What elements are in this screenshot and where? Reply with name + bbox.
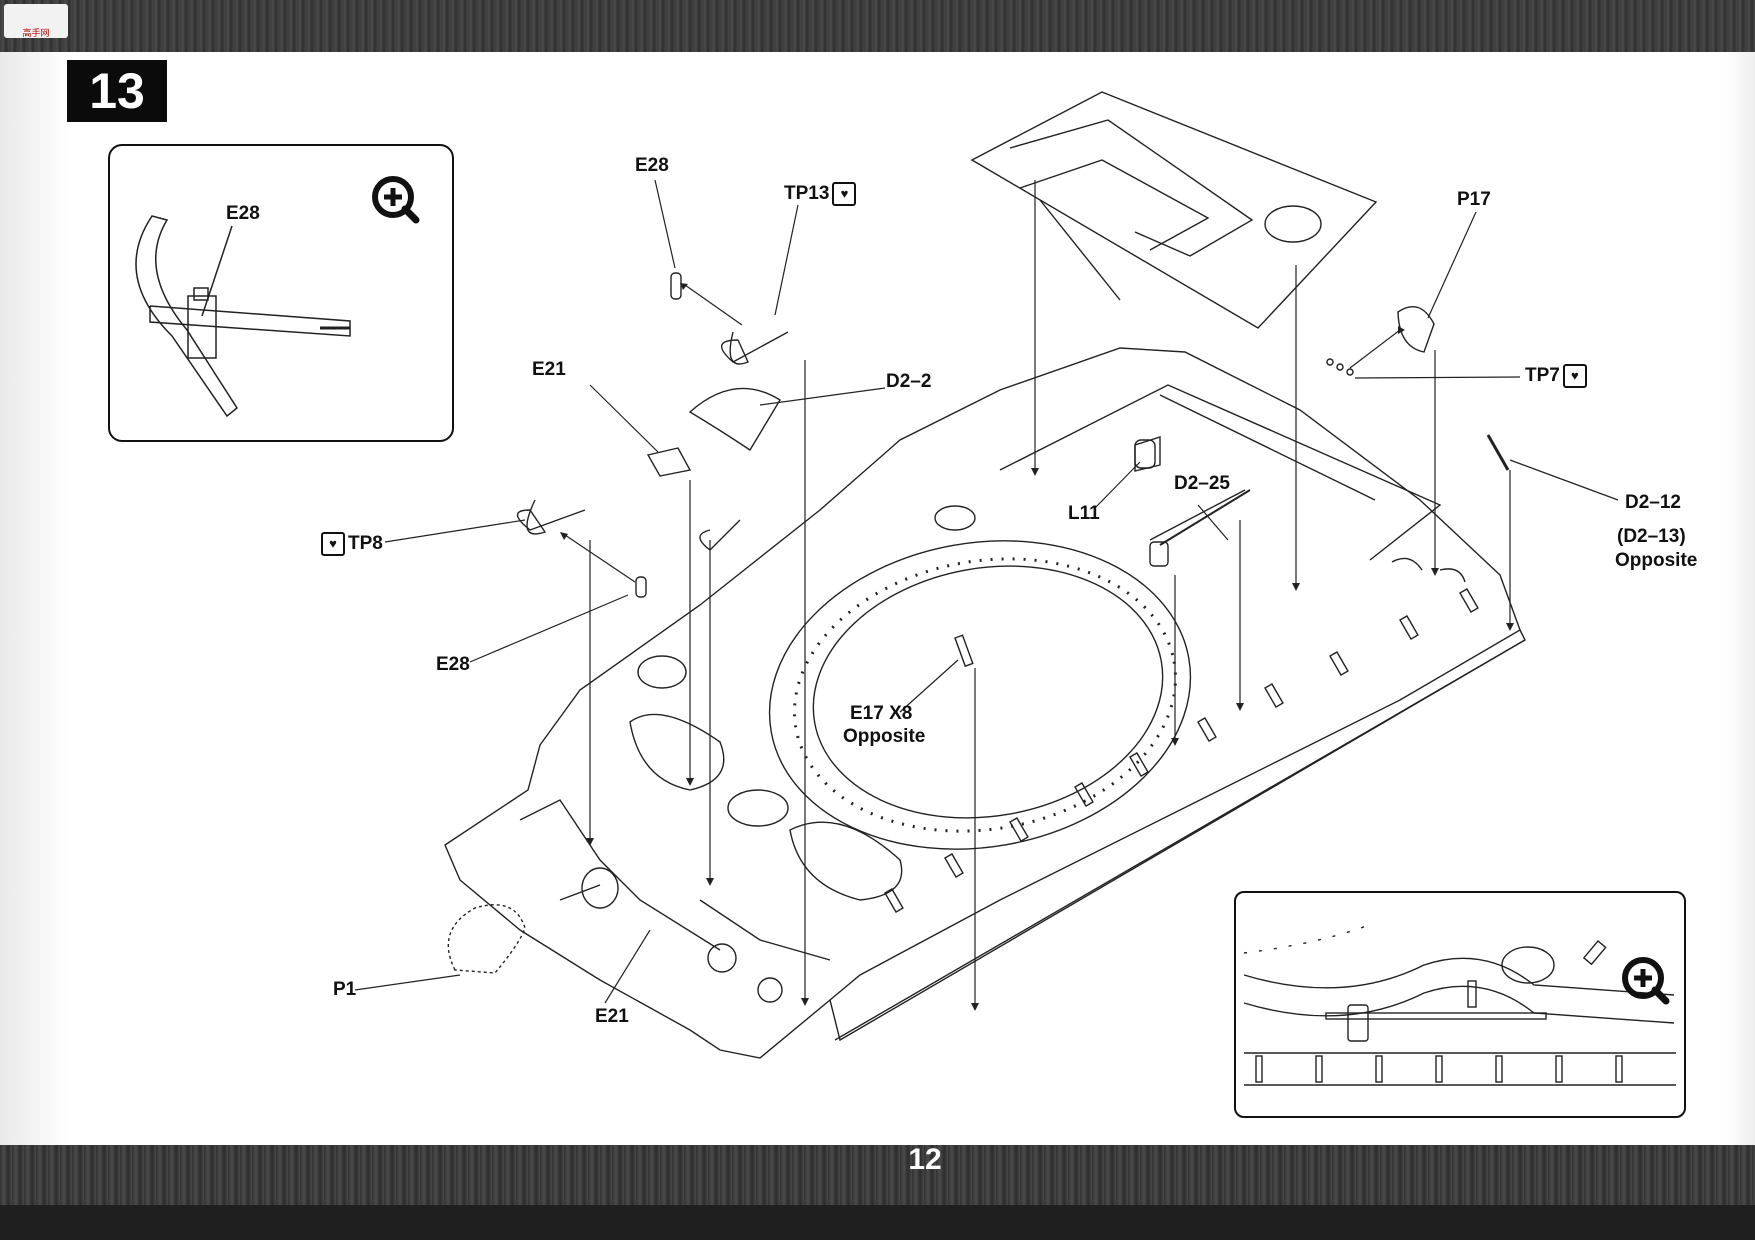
turret-ring-outer bbox=[768, 540, 1192, 850]
callout-p17: P17 bbox=[1457, 189, 1491, 210]
part-l11 bbox=[1134, 436, 1161, 472]
scan-right-edge bbox=[1725, 52, 1755, 1145]
watermark-logo: 高手网 bbox=[4, 4, 68, 38]
callout-d2-12-note: Opposite bbox=[1615, 550, 1698, 571]
callout-p1: P1 bbox=[333, 979, 357, 1000]
part-d2-25 bbox=[1159, 489, 1251, 546]
callout-tp7: TP7♥ bbox=[1525, 364, 1590, 388]
page-number: 12 bbox=[908, 1143, 942, 1176]
skirt-tabs bbox=[884, 588, 1479, 914]
scan-left-edge bbox=[0, 52, 70, 1145]
zoom-in-icon bbox=[370, 174, 420, 224]
callout-e17-note: Opposite bbox=[843, 726, 926, 747]
callout-e28-left: E28 bbox=[436, 654, 470, 675]
scan-bottom-edge bbox=[0, 1145, 1755, 1240]
detail-inset-d2-25 bbox=[1234, 891, 1686, 1118]
part-e21-top bbox=[646, 447, 692, 477]
callout-d2-25: D2–25 bbox=[1174, 473, 1230, 494]
turret-ring-inner bbox=[812, 565, 1164, 819]
detail-inset-e28 bbox=[108, 144, 454, 442]
scan-top-edge bbox=[0, 0, 1755, 52]
part-tp7 bbox=[1326, 358, 1354, 376]
part-tp8 bbox=[516, 499, 586, 535]
photo-etch-icon: ♥ bbox=[1562, 364, 1587, 388]
part-e28-top bbox=[670, 272, 682, 300]
photo-etch-icon: ♥ bbox=[321, 532, 345, 556]
callout-e21-bottom: E21 bbox=[595, 1006, 629, 1027]
part-p1 bbox=[447, 904, 526, 974]
callout-d2-13: (D2–13) bbox=[1617, 526, 1686, 547]
step-number-badge: 13 bbox=[67, 60, 167, 122]
part-e17 bbox=[954, 634, 974, 668]
callout-d2-2: D2–2 bbox=[886, 371, 932, 392]
zoom-in-icon bbox=[1620, 955, 1670, 1005]
part-e28-left bbox=[635, 576, 647, 598]
callout-e28-top: E28 bbox=[635, 155, 669, 176]
callout-l11: L11 bbox=[1068, 503, 1100, 524]
photo-etch-icon: ♥ bbox=[832, 182, 857, 206]
callout-e28-inset: E28 bbox=[226, 203, 260, 224]
callout-e21-top: E21 bbox=[532, 359, 566, 380]
part-tp13 bbox=[721, 331, 789, 365]
turret-ring-bolts bbox=[792, 557, 1178, 833]
callout-tp8: ♥TP8 bbox=[318, 532, 383, 556]
callout-tp13: TP13♥ bbox=[784, 182, 859, 206]
part-d2-2 bbox=[688, 387, 781, 451]
callout-e17: E17 X8 bbox=[850, 703, 913, 724]
part-d2-12 bbox=[1486, 434, 1510, 471]
callout-d2-12: D2–12 bbox=[1625, 492, 1681, 513]
engine-deck-plate bbox=[970, 91, 1378, 329]
